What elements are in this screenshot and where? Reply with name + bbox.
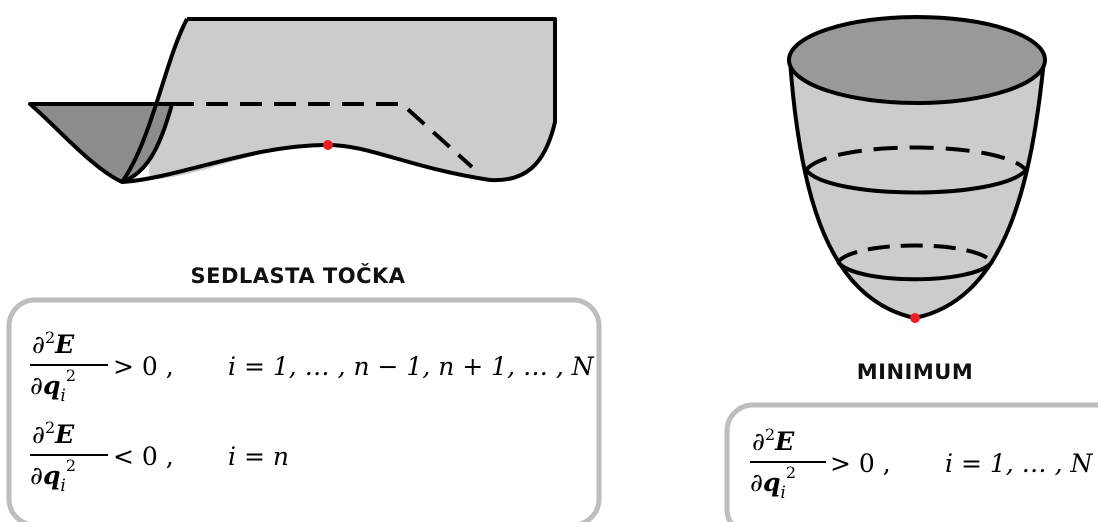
coordinate-symbol: q bbox=[43, 461, 60, 490]
minimum-title: MINIMUM bbox=[857, 360, 973, 384]
saddle-condition-1: ∂2E ∂qi2 > 0 , i = 1, … , n − 1, n + 1, … bbox=[30, 328, 595, 406]
exponent: 2 bbox=[765, 425, 775, 444]
partial-symbol: ∂ bbox=[32, 420, 45, 449]
partial-symbol: ∂ bbox=[750, 468, 763, 497]
saddle-sheet bbox=[149, 19, 555, 181]
svg-text:∂qi2: ∂qi2 bbox=[30, 366, 76, 406]
minimum-condition-1: ∂2E ∂qi2 > 0 , i = 1, … , N bbox=[750, 425, 1093, 503]
coordinate-symbol: q bbox=[43, 371, 60, 400]
energy-symbol: E bbox=[54, 330, 75, 359]
subscript-index: i bbox=[780, 483, 785, 503]
saddle-surface bbox=[28, 17, 557, 184]
partial-symbol: ∂ bbox=[752, 427, 765, 456]
subscript-index: i bbox=[60, 476, 65, 496]
index-range-2: i = n bbox=[228, 442, 289, 471]
second-derivative-fraction: ∂2E ∂qi2 bbox=[750, 425, 826, 503]
partial-symbol: ∂ bbox=[30, 461, 43, 490]
bowl-ring-middle-front bbox=[804, 168, 1028, 195]
svg-text:∂2E: ∂2E bbox=[752, 425, 795, 456]
index-range-minimum: i = 1, … , N bbox=[945, 449, 1093, 478]
saddle-top-edge bbox=[187, 17, 557, 183]
relation-less: < 0 , bbox=[113, 442, 174, 471]
saddle-point bbox=[323, 140, 333, 150]
svg-text:∂2E: ∂2E bbox=[32, 418, 75, 449]
saddle-title: SEDLASTA TOČKA bbox=[190, 263, 405, 288]
bowl-ring-middle-back bbox=[804, 145, 1028, 172]
exponent: 2 bbox=[66, 366, 76, 385]
saddle-condition-2: ∂2E ∂qi2 < 0 , i = n bbox=[30, 418, 289, 496]
saddle-conditions-box bbox=[6, 297, 602, 522]
relation-greater: > 0 , bbox=[830, 449, 891, 478]
subscript-index: i bbox=[60, 386, 65, 406]
second-derivative-fraction: ∂2E ∂qi2 bbox=[30, 328, 108, 406]
svg-text:∂qi2: ∂qi2 bbox=[750, 463, 796, 503]
saddle-left-edge bbox=[120, 18, 189, 184]
coordinate-symbol: q bbox=[763, 468, 780, 497]
relation-greater: > 0 , bbox=[113, 352, 174, 381]
second-derivative-fraction: ∂2E ∂qi2 bbox=[30, 418, 108, 496]
partial-symbol: ∂ bbox=[32, 330, 45, 359]
exponent: 2 bbox=[45, 418, 55, 437]
energy-symbol: E bbox=[54, 420, 75, 449]
exponent: 2 bbox=[45, 328, 55, 347]
saddle-hidden-edge bbox=[172, 102, 474, 169]
index-range-1: i = 1, … , n − 1, n + 1, … , N bbox=[228, 352, 595, 381]
bowl-ring-lower-back bbox=[836, 243, 994, 264]
bowl-ring-lower-front bbox=[836, 260, 994, 282]
svg-text:∂2E: ∂2E bbox=[32, 328, 75, 359]
exponent: 2 bbox=[66, 456, 76, 475]
svg-text:∂qi2: ∂qi2 bbox=[30, 456, 76, 496]
exponent: 2 bbox=[786, 463, 796, 482]
minimum-conditions-box bbox=[724, 402, 1098, 522]
energy-symbol: E bbox=[774, 427, 795, 456]
minimum-bowl bbox=[787, 15, 1047, 323]
bowl-rim bbox=[787, 15, 1047, 105]
minimum-point bbox=[910, 313, 920, 323]
partial-symbol: ∂ bbox=[30, 371, 43, 400]
